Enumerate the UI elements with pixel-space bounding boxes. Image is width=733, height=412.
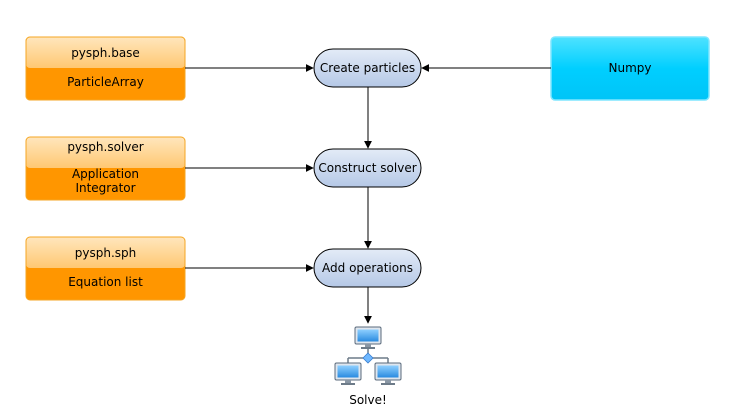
module-body-base: ParticleArray bbox=[67, 75, 144, 89]
solve-label: Solve! bbox=[349, 393, 387, 407]
module-body-solver-line2: Integrator bbox=[75, 181, 135, 195]
module-body-solver-line1: Application bbox=[72, 167, 139, 181]
module-header-solver: pysph.solver bbox=[67, 140, 143, 154]
network-computers-icon bbox=[334, 326, 402, 385]
module-box-solver: pysph.solver Application Integrator bbox=[25, 136, 186, 201]
step-label-construct-solver: Construct solver bbox=[318, 161, 416, 175]
step-create-particles: Create particles bbox=[313, 48, 422, 88]
numpy-box: Numpy bbox=[550, 36, 710, 101]
step-label-add-operations: Add operations bbox=[322, 261, 413, 275]
numpy-label: Numpy bbox=[609, 61, 652, 75]
module-header-sph: pysph.sph bbox=[75, 246, 136, 260]
step-label-create-particles: Create particles bbox=[320, 61, 415, 75]
module-box-sph: pysph.sph Equation list bbox=[25, 236, 186, 301]
module-box-base: pysph.base ParticleArray bbox=[25, 36, 186, 101]
module-header-base: pysph.base bbox=[71, 46, 140, 60]
step-add-operations: Add operations bbox=[313, 248, 422, 288]
module-body-sph: Equation list bbox=[68, 275, 143, 289]
connectors bbox=[185, 64, 551, 324]
step-construct-solver: Construct solver bbox=[313, 148, 422, 188]
